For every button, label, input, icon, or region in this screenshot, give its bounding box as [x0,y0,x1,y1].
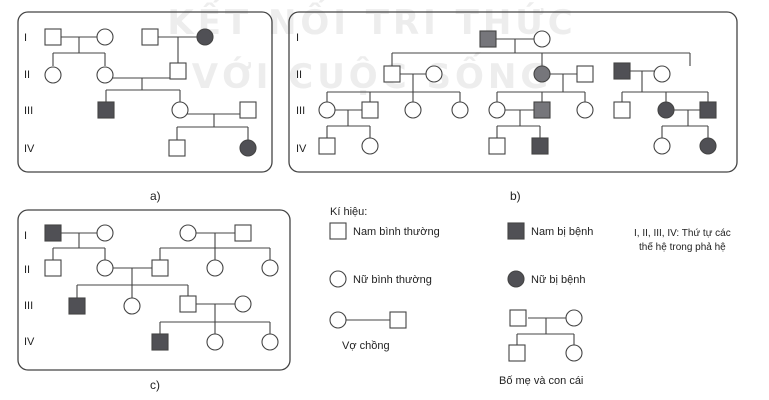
legend-parents-children-label: Bố mẹ và con cái [499,375,583,387]
normal-male-symbol [576,65,594,83]
generation-note-line-2: thế hệ trong phả hệ [639,241,726,253]
legend-son-symbol [508,344,526,362]
legend-female-normal-label: Nữ bình thường [353,274,432,286]
normal-female-symbol [206,259,224,277]
affected-male-symbol [533,101,551,119]
normal-male-symbol [44,259,62,277]
normal-female-symbol [653,137,671,155]
normal-female-symbol [44,66,62,84]
affected-male-symbol [97,101,115,119]
panel-a-frame [17,11,273,173]
affected-male-symbol [151,333,169,351]
panel-b-frame [288,11,738,173]
legend-male-normal-label: Nam bình thường [353,226,440,238]
normal-female-symbol [171,101,189,119]
legend-female-affected-symbol [507,270,525,288]
panel-c-caption: c) [150,378,160,392]
affected-male-symbol [44,224,62,242]
affected-female-symbol [239,139,257,157]
pedigree-lines [52,36,709,334]
gen-label-III: III [24,105,33,117]
legend-female-affected-label: Nữ bị bệnh [531,274,585,286]
normal-female-symbol [576,101,594,119]
normal-male-symbol [151,259,169,277]
affected-female-symbol [533,65,551,83]
gen-label-I: I [296,32,299,44]
affected-male-symbol [479,30,497,48]
legend-female-normal-symbol [329,270,347,288]
watermark-line-2: VỚI CUỘC SỐNG [192,52,553,97]
normal-female-symbol [261,259,279,277]
panel-a-generation-labels: I II III IV [24,32,35,155]
normal-male-symbol [179,295,197,313]
panel-b-generation-labels: I II III IV [296,32,307,155]
panel-c-generation-labels: I II III IV [24,230,35,348]
gen-label-I: I [24,32,27,44]
affected-male-symbol [699,101,717,119]
normal-female-symbol [653,65,671,83]
normal-female-symbol [96,66,114,84]
gen-label-IV: IV [24,143,35,155]
normal-female-symbol [179,224,197,242]
legend-mother-symbol [565,309,583,327]
normal-male-symbol [44,28,62,46]
legend-couple-label: Vợ chồng [342,340,390,352]
normal-male-symbol [239,101,257,119]
normal-female-symbol [488,101,506,119]
normal-female-symbol [261,333,279,351]
normal-female-symbol [318,101,336,119]
normal-male-symbol [383,65,401,83]
normal-female-symbol [206,333,224,351]
legend: Kí hiệu: Nam bình thường Nữ bình thường … [329,206,731,387]
gen-label-IV: IV [296,143,307,155]
gen-label-III: III [24,300,33,312]
affected-female-symbol [699,137,717,155]
normal-female-symbol [234,295,252,313]
normal-female-symbol [451,101,469,119]
affected-male-symbol [531,137,549,155]
affected-male-symbol [68,297,86,315]
legend-couple-female [329,311,347,329]
panel-c-frame [17,209,291,371]
normal-female-symbol [96,28,114,46]
legend-couple-male [389,311,407,329]
affected-male-symbol [613,62,631,80]
affected-female-symbol [196,28,214,46]
normal-female-symbol [533,30,551,48]
normal-female-symbol [96,259,114,277]
normal-female-symbol [361,137,379,155]
normal-female-symbol [404,101,422,119]
affected-female-symbol [657,101,675,119]
watermark-line-1: KẾT NỐI TRI THỨC [167,0,576,43]
gen-label-II: II [24,264,30,276]
normal-female-symbol [96,224,114,242]
pedigree-symbols [44,28,717,351]
generation-note-line-1: I, II, III, IV: Thứ tự các [634,228,731,239]
normal-male-symbol [141,28,159,46]
legend-male-normal-symbol [329,222,347,240]
legend-male-affected-symbol [507,222,525,240]
gen-label-II: II [296,69,302,81]
gen-label-I: I [24,230,27,242]
gen-label-II: II [24,69,30,81]
normal-male-symbol [168,139,186,157]
legend-daughter-symbol [565,344,583,362]
panel-b-caption: b) [510,189,521,203]
gen-label-IV: IV [24,336,35,348]
legend-male-affected-label: Nam bị bệnh [531,226,593,238]
normal-male-symbol [613,101,631,119]
normal-male-symbol [318,137,336,155]
legend-father-symbol [509,309,527,327]
normal-female-symbol [425,65,443,83]
normal-male-symbol [361,101,379,119]
panel-a-caption: a) [150,189,161,203]
normal-female-symbol [123,297,141,315]
normal-male-symbol [488,137,506,155]
normal-male-symbol [169,62,187,80]
normal-male-symbol [234,224,252,242]
gen-label-III: III [296,105,305,117]
legend-title: Kí hiệu: [330,206,367,218]
